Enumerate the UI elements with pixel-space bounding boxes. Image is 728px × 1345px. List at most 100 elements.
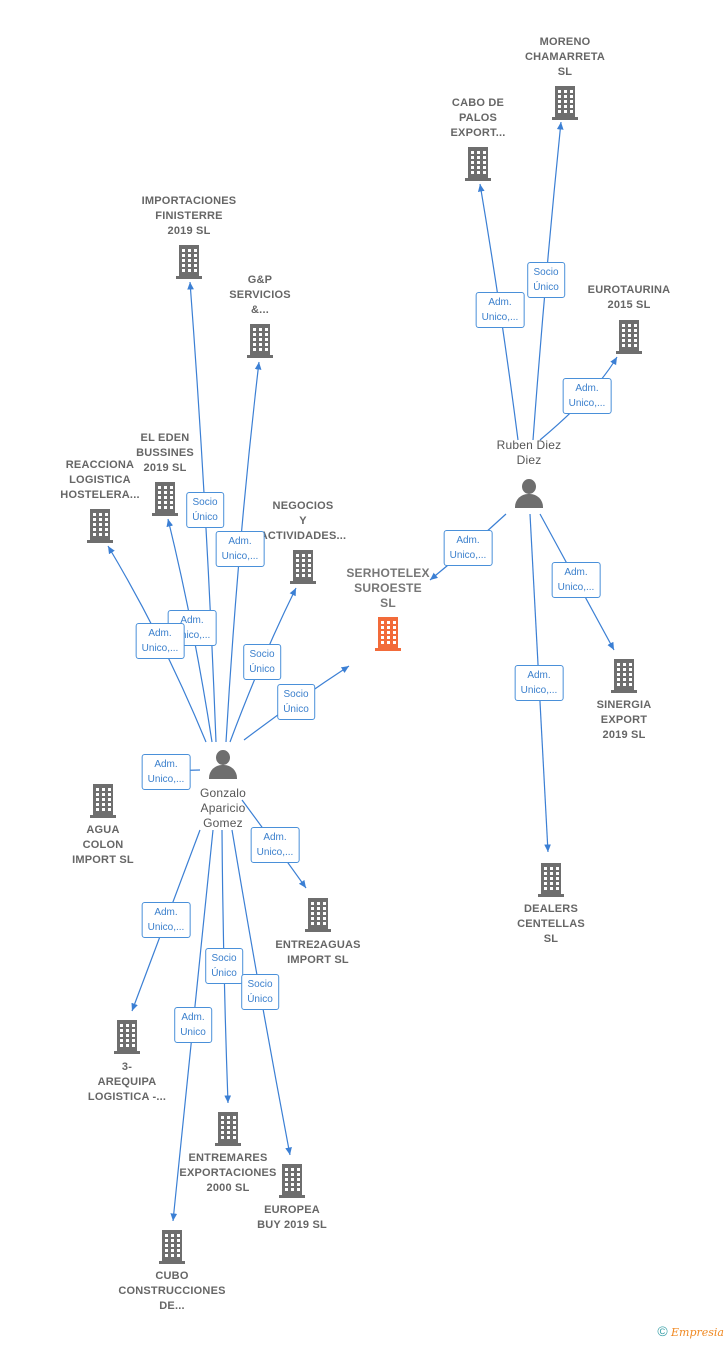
node-label-line: FINISTERRE xyxy=(155,210,223,222)
edge-label-line: Unico,... xyxy=(557,582,595,593)
edge-label-line: Único xyxy=(283,704,309,715)
edge-label-line: Unico,... xyxy=(147,922,185,933)
edge-label-line: Unico,... xyxy=(141,643,179,654)
edge-label-line: Único xyxy=(192,512,218,523)
edge-label-line: Socio xyxy=(249,649,275,660)
node-label-line: SERHOTELEX xyxy=(346,566,430,580)
node-label-line: EL EDEN xyxy=(140,432,190,444)
company-building-icon xyxy=(538,863,564,897)
node-label-line: 2019 SL xyxy=(602,729,646,741)
edge-label-line: Adm. xyxy=(228,536,252,547)
edge-label-line: Socio xyxy=(211,953,237,964)
node-label-line: Diez xyxy=(516,453,542,467)
edge-label-line: Socio xyxy=(192,497,218,508)
node-label-line: 2015 SL xyxy=(607,299,651,311)
node-label-gp[interactable]: G&P SERVICIOS &... xyxy=(229,273,291,318)
node-label-line: NEGOCIOS xyxy=(272,500,334,512)
node-label-line: EXPORT... xyxy=(450,127,506,139)
node-label-line: SL xyxy=(557,66,573,78)
node-label-line: SERVICIOS xyxy=(229,289,291,301)
node-label-line: SL xyxy=(543,933,559,945)
edge-label-line: Único xyxy=(249,664,275,675)
edge-label-gonzalo-to-entre2aguas[interactable]: Adm. Unico,... xyxy=(250,827,300,863)
edge-label-line: Adm. xyxy=(148,628,172,639)
company-building-icon xyxy=(215,1112,241,1146)
edge-label-line: Adm. xyxy=(456,535,480,546)
node-label-line: LOGISTICA xyxy=(69,474,131,486)
node-label-line: COLON xyxy=(82,839,124,851)
edge-label-gonzalo-to-gp[interactable]: Adm. Unico,... xyxy=(215,531,265,567)
edge-label-line: Único xyxy=(533,282,559,293)
edge-label-gonzalo-to-reacciona[interactable]: Adm. Unico,... xyxy=(135,623,185,659)
node-label-line: Aparicio xyxy=(200,801,246,815)
node-label-importaciones[interactable]: IMPORTACIONES FINISTERRE 2019 SL xyxy=(142,194,237,239)
edge-label-line: Unico,... xyxy=(173,630,211,641)
company-building-icon xyxy=(176,245,202,279)
node-label-line: G&P xyxy=(247,274,273,286)
brand-logo[interactable]: Empresia xyxy=(671,1326,724,1339)
node-label-line: EXPORT xyxy=(600,714,648,726)
company-building-icon xyxy=(616,320,642,354)
copyright-icon: © xyxy=(657,1323,668,1339)
edge-label-ruben-to-eurotaurina[interactable]: Adm.Unico,... xyxy=(562,378,612,414)
edge-label-gonzalo-to-cubo[interactable]: Adm.Unico xyxy=(174,1007,212,1043)
edge-label-ruben-to-sinergia[interactable]: Adm. Unico,... xyxy=(551,562,601,598)
edge-label-line: Unico,... xyxy=(256,847,294,858)
node-label-line: IMPORTACIONES xyxy=(141,195,237,207)
edge-label-line: Socio xyxy=(247,979,273,990)
node-label-line: Gomez xyxy=(203,816,243,830)
edge-label-line: Socio xyxy=(533,267,559,278)
edge-label-line: Adm. xyxy=(488,297,512,308)
edge-label-line: Único xyxy=(211,968,237,979)
edge-label-line: Único xyxy=(247,994,273,1005)
edge-label-line: Unico,... xyxy=(221,551,259,562)
node-label-line: 2000 SL xyxy=(206,1182,250,1194)
edge-label-ruben-to-cabo[interactable]: Adm.Unico,... xyxy=(475,292,525,328)
edge-label-line: Adm. xyxy=(181,1012,205,1023)
node-label-line: ACTIVIDADES... xyxy=(259,530,347,542)
edge-label-line: Unico,... xyxy=(520,685,558,696)
node-label-line: CUBO xyxy=(155,1270,189,1282)
edge-label-ruben-to-dealers[interactable]: Adm.Unico,... xyxy=(514,665,564,701)
edge-label-line: Adm. xyxy=(263,832,287,843)
node-label-line: SUROESTE xyxy=(354,581,422,595)
node-label-line: Gonzalo xyxy=(199,786,247,800)
person-icon xyxy=(208,750,238,780)
node-label-line: BUSSINES xyxy=(136,447,194,459)
edge-label-gonzalo-to-arequipa[interactable]: Adm. Unico,... xyxy=(141,902,191,938)
node-label-line: &... xyxy=(251,304,269,316)
node-label-line: 3- xyxy=(121,1061,133,1073)
node-label-line: MORENO xyxy=(539,36,591,48)
node-label-line: EUROPEA xyxy=(264,1204,320,1216)
edge-label-ruben-to-serhotelex[interactable]: Adm.Unico,... xyxy=(443,530,493,566)
edge-label-line: Adm. xyxy=(564,567,588,578)
node-label-line: 2019 SL xyxy=(167,225,211,237)
node-label-line: ENTREMARES xyxy=(188,1152,268,1164)
edge-label-gonzalo-to-agua[interactable]: Adm.Unico,... xyxy=(141,754,191,790)
edge-label-line: Adm. xyxy=(154,907,178,918)
node-label-line: PALOS xyxy=(458,112,498,124)
